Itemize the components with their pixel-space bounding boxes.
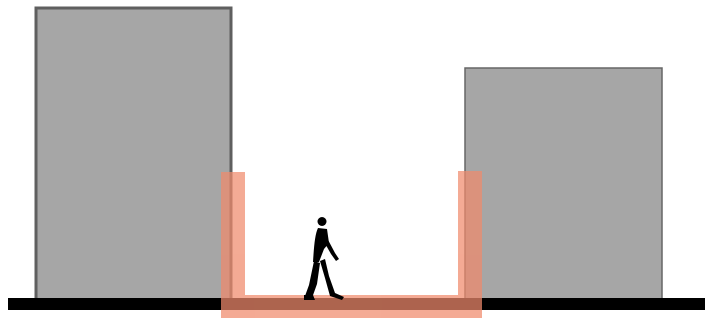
- street-space-highlight: [221, 171, 482, 318]
- right-building: [465, 68, 662, 300]
- person-arm-front: [323, 236, 339, 261]
- person-head: [318, 217, 327, 226]
- person-leg-front: [320, 259, 344, 300]
- left-building: [36, 8, 231, 300]
- street-highlight-floor: [221, 295, 482, 318]
- person-leg-back: [305, 261, 320, 298]
- walking-person-icon: [304, 217, 344, 300]
